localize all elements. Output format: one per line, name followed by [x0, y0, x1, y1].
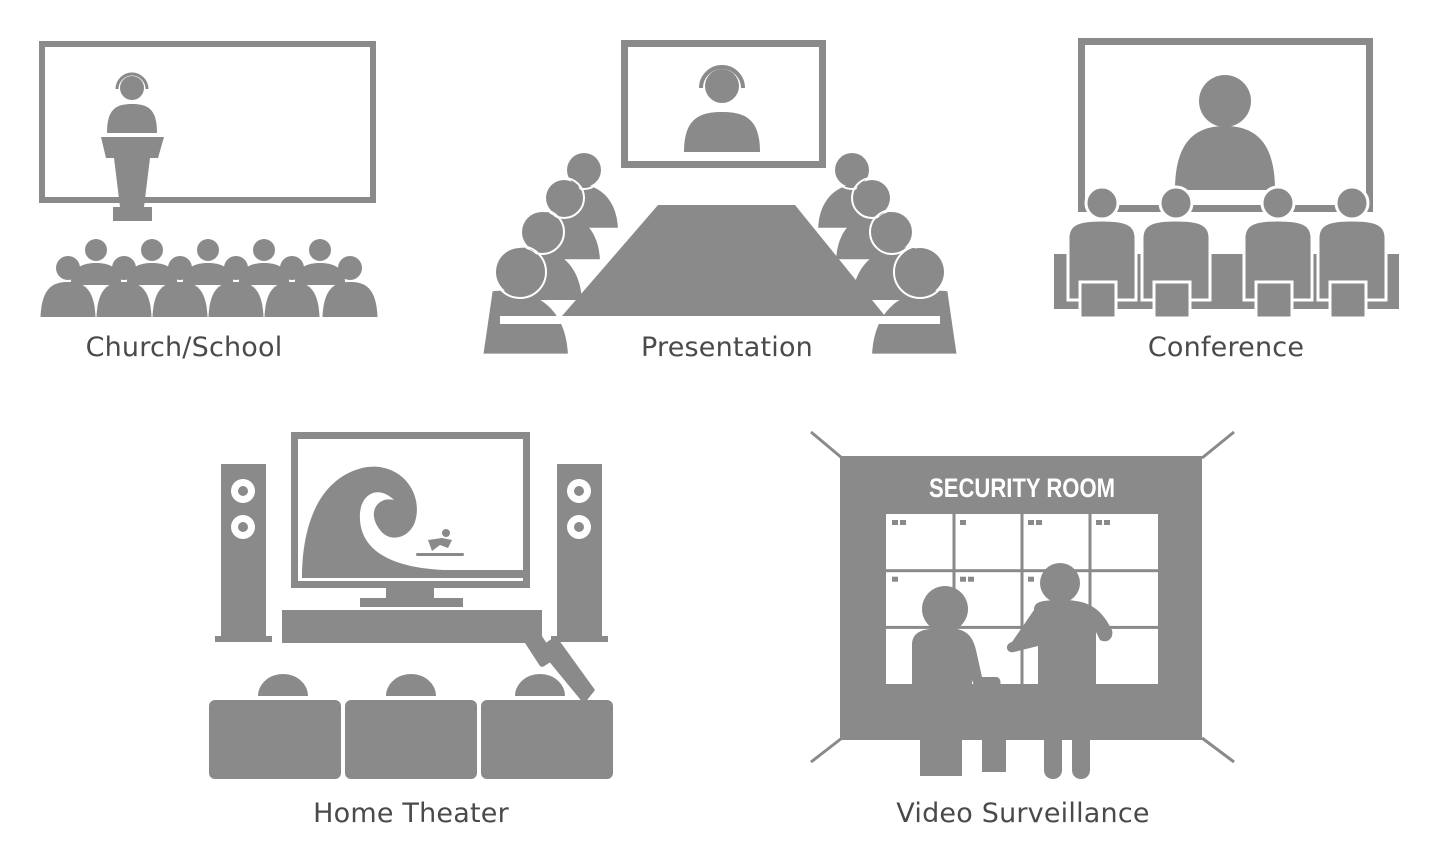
video-surveillance-illustration: SECURITY ROOM [810, 430, 1235, 779]
seated-operator-icon [912, 586, 1006, 776]
soundbar-icon [282, 610, 542, 643]
scene-church-school: Church/School [0, 0, 440, 380]
audience-member [322, 256, 378, 322]
scene-video-surveillance: SECURITY ROOM Video Surveillance [800, 420, 1250, 840]
scene-label: Video Surveillance [896, 798, 1150, 829]
seated-attendees-icon [1066, 185, 1388, 320]
wave-surfer-icon [302, 466, 523, 578]
audience-member [152, 256, 208, 322]
meeting-table-icon [562, 205, 885, 316]
audience-member [182, 239, 234, 285]
conference-illustration [1054, 38, 1399, 320]
scene-label: Presentation [641, 332, 813, 363]
scene-home-theater: Home Theater [190, 420, 630, 840]
audience-member [96, 256, 152, 322]
presentation-illustration [483, 40, 957, 354]
projection-screen-icon [39, 41, 376, 203]
seated-attendee [1242, 185, 1314, 320]
scene-presentation: Presentation [480, 0, 960, 380]
tower-speaker-icon [215, 464, 272, 642]
audience-member [126, 239, 178, 285]
attendees-icon [483, 150, 957, 354]
scene-conference: Conference [1040, 0, 1420, 380]
seated-attendee [1316, 185, 1388, 320]
audience-member [238, 239, 290, 285]
tower-speaker-icon [551, 464, 608, 642]
home-theater-illustration [209, 432, 613, 779]
remote-speaker-icon [1175, 75, 1275, 190]
audience-member [208, 256, 264, 322]
audience-member [40, 256, 96, 322]
scene-label: Conference [1147, 332, 1305, 363]
audience-icon [40, 239, 380, 323]
seated-attendee [1066, 185, 1138, 320]
church-school-illustration [39, 41, 380, 323]
standing-operator-icon [1006, 563, 1113, 779]
scene-label: Church/School [85, 332, 283, 363]
security-room-icon: SECURITY ROOM [810, 430, 1235, 764]
speaker-at-podium-icon [101, 72, 164, 221]
audience-member [70, 239, 122, 285]
seated-attendee [1140, 185, 1212, 320]
scene-label: Home Theater [313, 798, 509, 829]
sofa-icon [209, 674, 613, 779]
headset-presenter-icon [684, 65, 760, 152]
audience-member [264, 256, 320, 322]
remote-control-icon [522, 629, 595, 704]
security-room-sign: SECURITY ROOM [929, 473, 1115, 503]
audience-member [294, 239, 346, 285]
